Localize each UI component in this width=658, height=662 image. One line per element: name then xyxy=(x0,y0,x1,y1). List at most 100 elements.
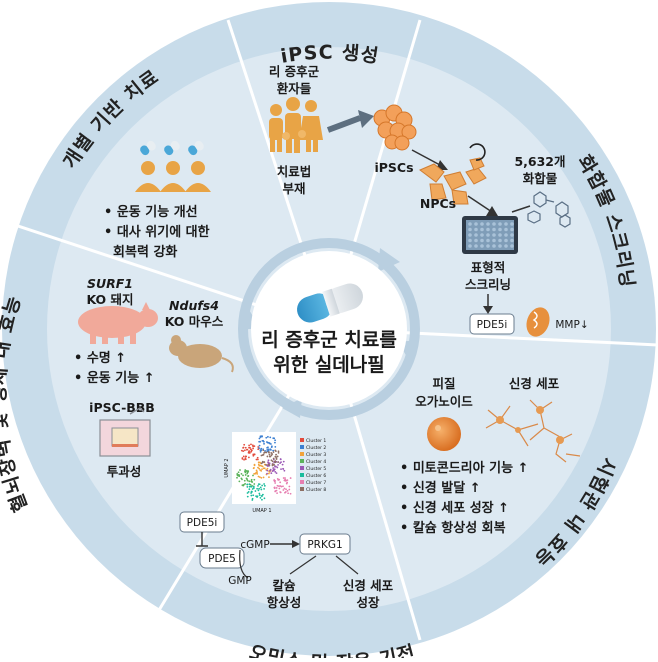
umap-x-label: UMAP 1 xyxy=(252,508,271,514)
well xyxy=(498,238,502,243)
umap-point xyxy=(252,467,255,470)
mouse-label-1: Ndufs4 xyxy=(169,298,219,313)
umap-point xyxy=(246,495,249,498)
section-invitro: 피질 오가노이드 신경 세포 • 미토콘드리아 기능 ↑ • 신경 발달 ↑ •… xyxy=(400,376,581,536)
umap-point xyxy=(236,473,239,475)
umap-point xyxy=(261,468,263,471)
umap-point xyxy=(270,472,273,475)
umap-point xyxy=(279,458,282,461)
umap-point xyxy=(274,455,277,458)
umap-point xyxy=(247,475,250,477)
umap-point xyxy=(258,447,261,450)
umap-point xyxy=(272,451,275,454)
well xyxy=(510,222,514,226)
umap-point xyxy=(258,492,261,495)
umap-point xyxy=(252,447,254,450)
umap-point xyxy=(272,457,275,460)
umap-point xyxy=(284,477,286,479)
well xyxy=(498,233,502,237)
well xyxy=(468,238,472,243)
well xyxy=(504,222,508,226)
gmp-label: GMP xyxy=(228,575,252,587)
legend-swatch xyxy=(300,438,304,442)
calcium-label-1: 칼슘 xyxy=(272,578,296,593)
umap-point xyxy=(250,450,252,453)
arrow-ipsc-to-npc xyxy=(411,149,441,166)
umap-point xyxy=(242,474,244,477)
umap-point xyxy=(260,447,263,450)
umap-point xyxy=(236,476,238,479)
umap-point xyxy=(248,485,251,488)
legend-swatch xyxy=(300,480,304,484)
umap-y-label: UMAP 2 xyxy=(224,458,230,477)
umap-point xyxy=(253,483,256,485)
prkg1-label: PRKG1 xyxy=(307,539,342,551)
umap-point xyxy=(271,453,274,455)
neuron-growth-label-1: 신경 세포 xyxy=(343,578,394,593)
well xyxy=(492,233,496,237)
umap-point xyxy=(259,486,262,489)
mitochondrion-icon xyxy=(526,307,550,337)
umap-point xyxy=(267,441,270,444)
umap-point xyxy=(258,437,261,440)
umap-point xyxy=(261,495,263,497)
umap-point xyxy=(248,444,251,447)
umap-point xyxy=(248,446,251,449)
umap-point xyxy=(278,487,281,490)
mouse-label-2: KO 마우스 xyxy=(165,314,224,329)
patients-label-1: 리 증후군 xyxy=(269,64,320,79)
umap-point xyxy=(275,472,278,474)
umap-point xyxy=(288,485,291,488)
umap-point xyxy=(260,469,263,472)
umap-point xyxy=(265,463,267,466)
umap-point xyxy=(283,487,286,490)
legend-swatch xyxy=(300,473,304,477)
well xyxy=(498,244,502,248)
well xyxy=(468,233,472,237)
legend-label: Cluster 8 xyxy=(306,487,326,493)
well xyxy=(504,238,508,243)
umap-point xyxy=(240,472,243,475)
umap-point xyxy=(251,481,254,483)
invitro-bullet-2: • 신경 발달 ↑ xyxy=(400,480,481,496)
umap-point xyxy=(274,465,276,468)
umap-point xyxy=(261,484,264,487)
umap-point xyxy=(261,454,264,456)
legend-swatch xyxy=(300,466,304,470)
umap-point xyxy=(274,479,277,482)
umap-point xyxy=(268,464,271,466)
ipscs-label: iPSCs xyxy=(374,160,413,175)
umap-point xyxy=(265,451,268,454)
umap-point xyxy=(244,469,247,471)
section-ipsc: 리 증후군 환자들 치료법 부재 iPSCs xyxy=(269,64,448,196)
arrow-head-1 xyxy=(358,110,374,128)
umap-point xyxy=(285,488,287,491)
umap-point xyxy=(245,448,248,451)
umap-point xyxy=(254,490,257,492)
umap-point xyxy=(272,437,275,440)
umap-point xyxy=(261,439,264,442)
legend-swatch xyxy=(300,452,304,456)
umap-point xyxy=(257,475,260,478)
umap-point xyxy=(261,465,264,468)
umap-point xyxy=(274,449,277,452)
umap-point xyxy=(258,444,261,447)
umap-point xyxy=(276,492,278,495)
transwell-icon xyxy=(99,407,151,457)
umap-point xyxy=(259,461,261,464)
umap-point xyxy=(270,454,273,457)
umap-point xyxy=(289,492,292,495)
permeability-label: 투과성 xyxy=(107,464,142,479)
arrow-head-5 xyxy=(292,540,300,548)
umap-point xyxy=(258,487,261,490)
umap-point xyxy=(255,469,258,472)
umap-point xyxy=(277,451,280,454)
center-title-line1: 리 증후군 치료를 xyxy=(261,329,397,351)
umap-point xyxy=(288,488,291,491)
well xyxy=(486,222,490,226)
umap-point xyxy=(242,446,245,449)
invitro-bullet-4: • 칼슘 항상성 회복 xyxy=(400,520,506,536)
npcs-label: NPCs xyxy=(420,196,456,211)
